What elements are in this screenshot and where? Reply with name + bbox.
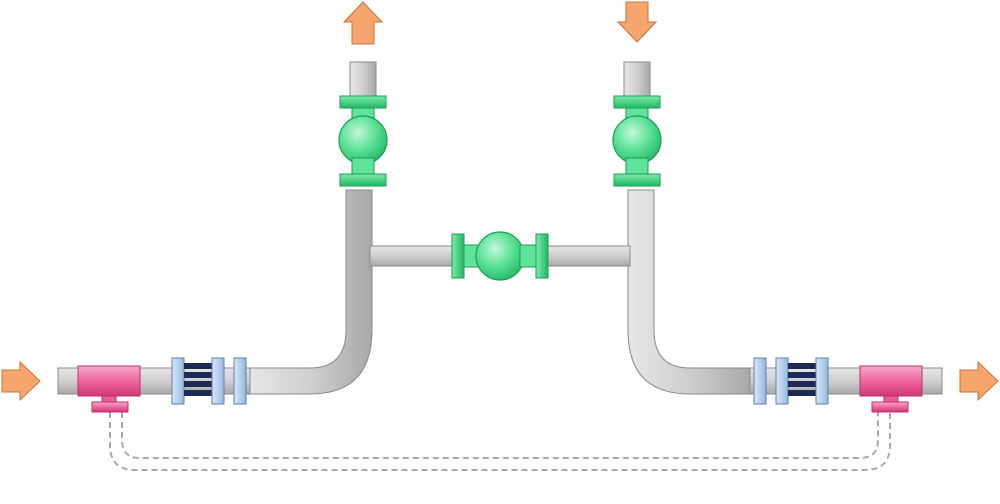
left-filter <box>171 357 225 405</box>
inlet-arrow-down <box>616 1 658 43</box>
right-flange <box>753 357 767 405</box>
bypass-line-inner <box>121 412 879 459</box>
bypass-line <box>109 412 891 471</box>
left-tee <box>77 365 141 413</box>
bridge-ball-valve <box>451 231 549 281</box>
inlet-arrow-left <box>1 360 41 402</box>
right-tee <box>859 365 923 413</box>
outlet-arrow-up <box>342 1 384 45</box>
left-flange <box>233 357 247 405</box>
right-filter <box>775 357 829 405</box>
left-top-stub-pipe <box>349 61 377 103</box>
right-elbow-pipe <box>627 189 751 395</box>
right-ball-valve <box>612 95 662 187</box>
left-ball-valve <box>338 95 388 187</box>
outlet-arrow-right <box>959 360 999 402</box>
left-elbow-pipe <box>249 189 373 395</box>
